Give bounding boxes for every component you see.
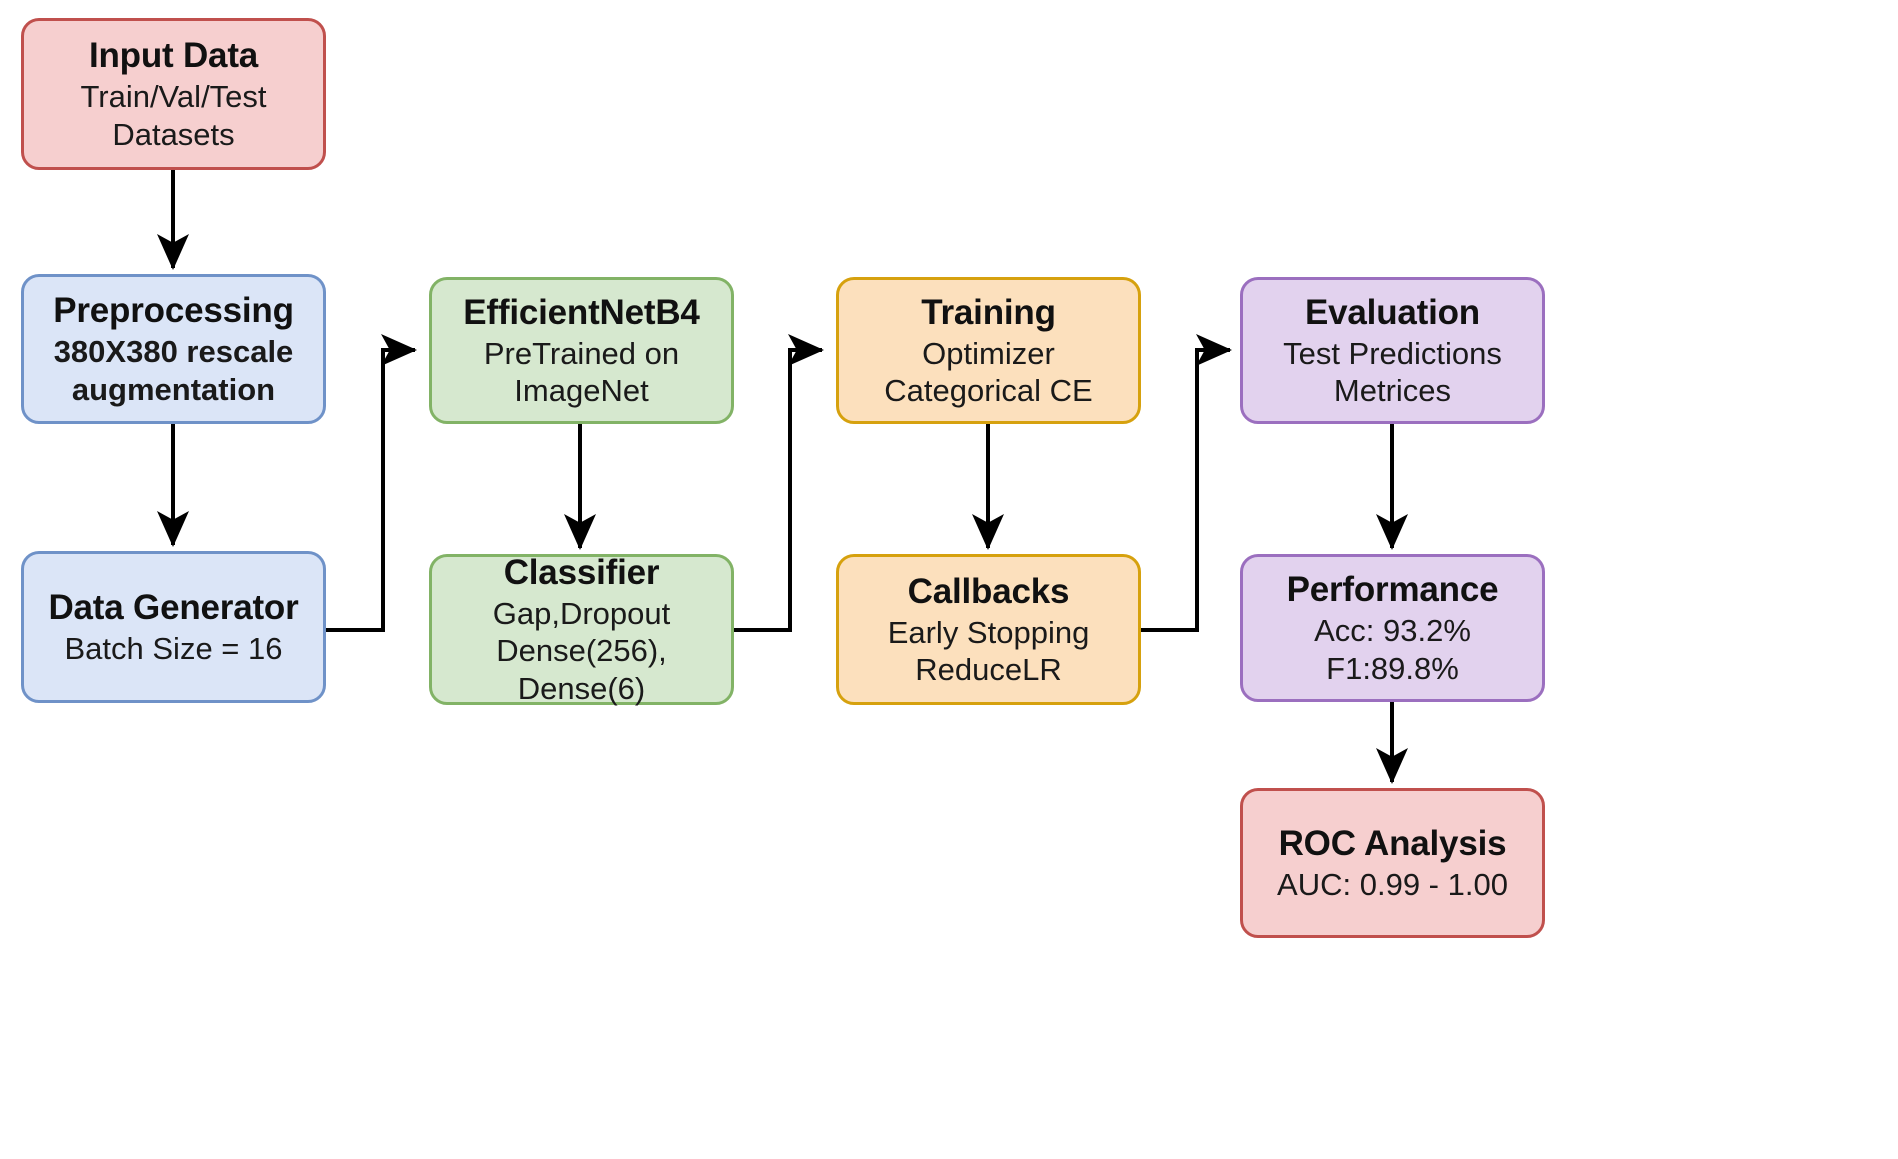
node-roc-analysis[interactable]: ROC Analysis AUC: 0.99 - 1.00: [1240, 788, 1545, 938]
node-efficientnetb4-subtitle: PreTrained on ImageNet: [483, 335, 680, 408]
node-preprocessing-subtitle: 380X380 rescale augmentation: [53, 334, 294, 407]
node-evaluation[interactable]: Evaluation Test Predictions Metrices: [1240, 277, 1545, 424]
edge-classifier-to-training: [733, 334, 824, 632]
node-callbacks-subtitle: Early Stopping ReduceLR: [887, 614, 1090, 687]
node-input-data-subtitle: Train/Val/Test Datasets: [80, 79, 267, 152]
node-efficientnetb4-title: EfficientNetB4: [463, 292, 700, 332]
node-data-generator[interactable]: Data Generator Batch Size = 16: [21, 551, 326, 703]
node-evaluation-subtitle: Test Predictions Metrices: [1283, 335, 1502, 408]
node-roc-analysis-title: ROC Analysis: [1278, 823, 1507, 863]
node-classifier[interactable]: Classifier Gap,Dropout Dense(256), Dense…: [429, 553, 734, 706]
node-input-data[interactable]: Input Data Train/Val/Test Datasets: [21, 18, 326, 170]
edge-callbacks-to-evaluation: [1141, 334, 1232, 632]
node-preprocessing[interactable]: Preprocessing 380X380 rescale augmentati…: [21, 274, 326, 424]
node-classifier-subtitle: Gap,Dropout Dense(256), Dense(6): [492, 596, 671, 706]
node-performance[interactable]: Performance Acc: 93.2% F1:89.8%: [1240, 554, 1545, 702]
node-training-title: Training: [921, 292, 1056, 332]
node-callbacks[interactable]: Callbacks Early Stopping ReduceLR: [836, 554, 1141, 705]
node-classifier-title: Classifier: [503, 553, 660, 593]
node-performance-subtitle: Acc: 93.2% F1:89.8%: [1314, 613, 1471, 686]
edge-datagen-to-efficientnet: [326, 334, 417, 632]
node-roc-analysis-subtitle: AUC: 0.99 - 1.00: [1277, 866, 1508, 902]
node-training[interactable]: Training Optimizer Categorical CE: [836, 277, 1141, 424]
node-input-data-title: Input Data: [88, 36, 259, 76]
node-efficientnetb4[interactable]: EfficientNetB4 PreTrained on ImageNet: [429, 277, 734, 424]
node-training-subtitle: Optimizer Categorical CE: [884, 335, 1093, 408]
node-evaluation-title: Evaluation: [1305, 292, 1480, 332]
node-callbacks-title: Callbacks: [907, 571, 1070, 611]
node-data-generator-subtitle: Batch Size = 16: [64, 630, 283, 666]
node-data-generator-title: Data Generator: [48, 587, 299, 627]
node-preprocessing-title: Preprocessing: [53, 291, 294, 331]
node-performance-title: Performance: [1286, 570, 1499, 610]
